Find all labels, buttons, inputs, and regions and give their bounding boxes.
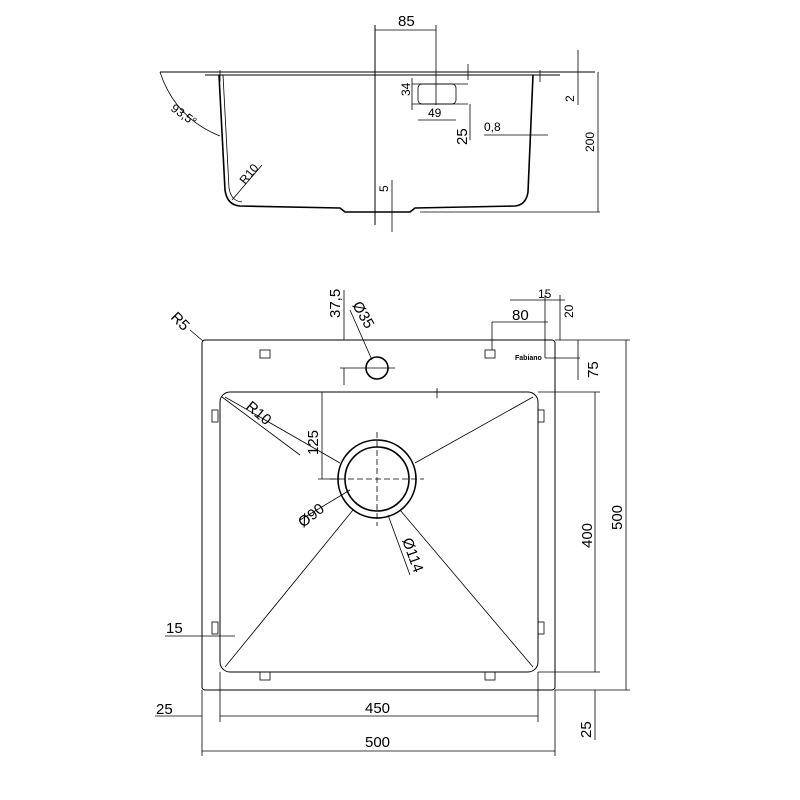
inner-depth-label: 400 xyxy=(579,523,596,548)
drain-drop-label: 5 xyxy=(377,185,391,192)
brand-width-label: 15 xyxy=(538,287,552,301)
opening-bottom-label: 49 xyxy=(428,106,442,120)
opening-width-label: 85 xyxy=(398,13,415,30)
outer-depth-label: 500 xyxy=(609,505,626,530)
bowl-radius-label: R10 xyxy=(242,398,274,429)
tap-offset-label: 37,5 xyxy=(327,289,344,318)
clip-offset-label: 15 xyxy=(166,620,183,637)
brand-offset-label: 80 xyxy=(512,307,529,324)
overflow-slot xyxy=(417,83,457,105)
bowl-profile xyxy=(218,74,534,213)
sheet-thickness-label: 0,8 xyxy=(484,120,501,134)
opening-height-label: 34 xyxy=(399,82,413,96)
bottom-margin-label: 25 xyxy=(578,721,595,738)
top-view: Fabiano R5 37,5 Ø35 15 80 20 75 R10 125 … xyxy=(155,287,630,756)
inner-width-label: 450 xyxy=(365,700,390,717)
angle-arc xyxy=(159,71,221,137)
tap-hole-label: Ø35 xyxy=(349,299,378,332)
outer-outline xyxy=(201,339,556,691)
brand-top-label: 20 xyxy=(562,304,576,318)
side-radius-label: R10 xyxy=(237,161,262,187)
bowl-outline xyxy=(219,391,539,673)
brand-label: Fabiano xyxy=(515,355,542,362)
angle-label: 93,5° xyxy=(168,101,199,129)
outer-radius-label: R5 xyxy=(167,309,193,335)
depth-tab-label: 25 xyxy=(454,128,471,145)
bowl-depth-label: 200 xyxy=(583,132,597,152)
mounting-clips xyxy=(211,349,545,681)
rim-thickness-label: 2 xyxy=(563,95,577,102)
brand-drop-label: 75 xyxy=(585,361,602,378)
outer-width-label: 500 xyxy=(365,734,390,751)
drain-inner-label: Ø90 xyxy=(295,500,328,531)
side-view: 93,5° R10 85 34 49 25 0,8 2 200 5 xyxy=(159,13,600,232)
drain-offset-label: 125 xyxy=(305,430,322,455)
left-margin-label: 25 xyxy=(156,701,173,718)
